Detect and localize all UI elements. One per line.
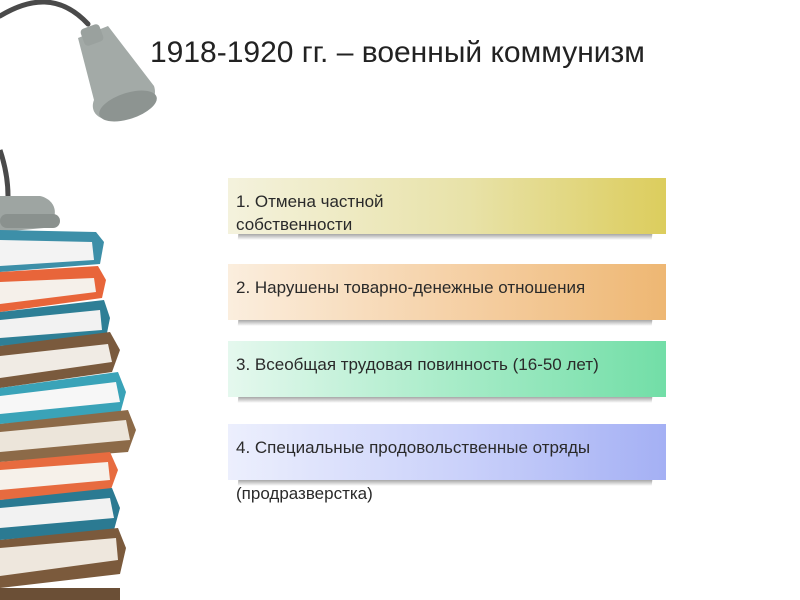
illustration <box>0 0 157 600</box>
point-card-1: 1. Отмена частной собственности <box>228 178 666 240</box>
point-card-4: 4. Специальные продовольственные отряды … <box>228 424 666 503</box>
card-shadow <box>237 234 653 240</box>
point-text-4: 4. Специальные продовольственные отряды <box>236 438 591 457</box>
point-text-4-extra: (продразверстка) <box>236 484 373 503</box>
point-text-3: 3. Всеобщая трудовая повинность (16-50 л… <box>236 355 599 374</box>
point-text-1: 1. Отмена частной собственности <box>236 192 384 234</box>
book-stack-icon <box>0 230 136 600</box>
point-card-3: 3. Всеобщая трудовая повинность (16-50 л… <box>228 341 666 403</box>
card-shadow <box>237 320 653 326</box>
card-shadow <box>237 397 653 403</box>
point-card-2: 2. Нарушены товарно-денежные отношения <box>228 264 666 326</box>
slide-title: 1918-1920 гг. – военный коммунизм <box>150 36 645 69</box>
desk-lamp-icon <box>0 0 157 232</box>
point-text-2: 2. Нарушены товарно-денежные отношения <box>236 278 586 297</box>
